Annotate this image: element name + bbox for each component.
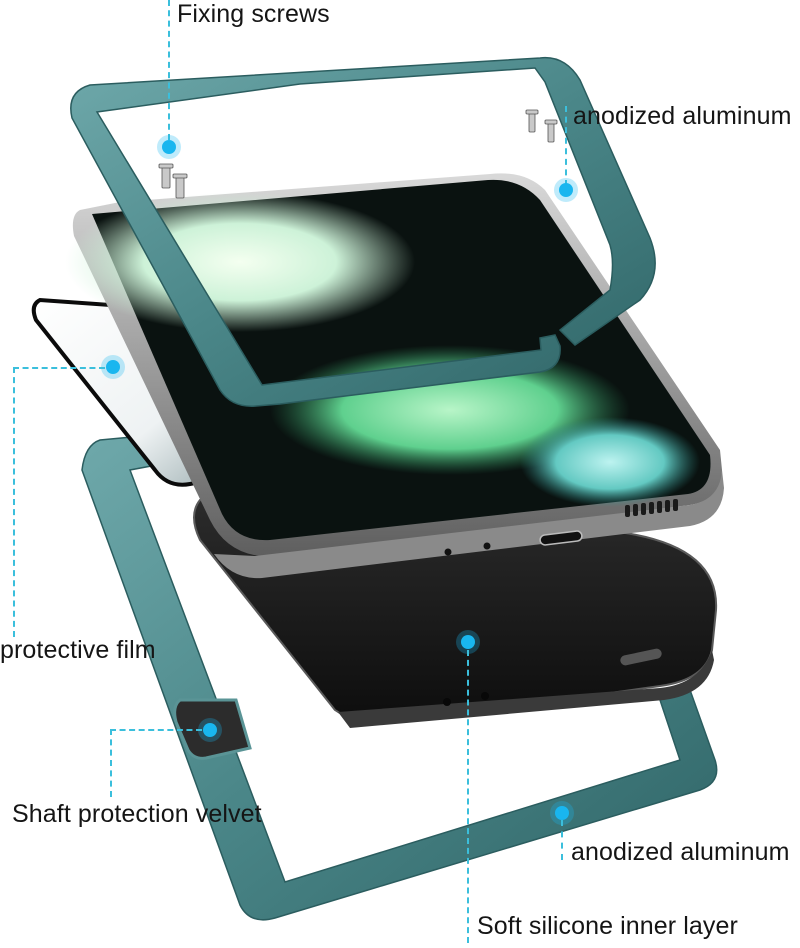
label-soft-silicone-inner-layer: Soft silicone inner layer bbox=[477, 912, 738, 940]
callout-vline-protective-film bbox=[13, 367, 15, 637]
callout-line-silicone-layer bbox=[467, 650, 469, 943]
label-anodized-aluminum-top: anodized aluminum bbox=[573, 102, 792, 130]
callout-line-top-frame bbox=[565, 106, 567, 186]
callout-dot-fixing-screws bbox=[162, 140, 176, 154]
screws-right bbox=[525, 109, 558, 143]
callout-dot-top-frame bbox=[559, 183, 573, 197]
label-anodized-aluminum-bottom: anodized aluminum bbox=[571, 838, 790, 866]
callout-line-fixing-screws bbox=[168, 0, 170, 140]
label-fixing-screws: Fixing screws bbox=[177, 0, 330, 28]
phone-device bbox=[65, 173, 724, 579]
callout-line-bottom-frame bbox=[561, 820, 563, 860]
callout-vline-shaft-velvet bbox=[110, 729, 112, 797]
label-protective-film: protective film bbox=[0, 636, 156, 664]
callout-dot-silicone-layer bbox=[461, 635, 475, 649]
label-shaft-protection-velvet: Shaft protection velvet bbox=[12, 800, 262, 828]
screws-left bbox=[158, 163, 188, 199]
top-aluminum-frame bbox=[70, 56, 656, 407]
callout-dot-protective-film bbox=[106, 360, 120, 374]
callout-dot-bottom-frame bbox=[555, 806, 569, 820]
callout-dot-shaft-velvet bbox=[203, 723, 217, 737]
callout-hline-protective-film bbox=[13, 367, 105, 369]
callout-hline-shaft-velvet bbox=[110, 729, 202, 731]
